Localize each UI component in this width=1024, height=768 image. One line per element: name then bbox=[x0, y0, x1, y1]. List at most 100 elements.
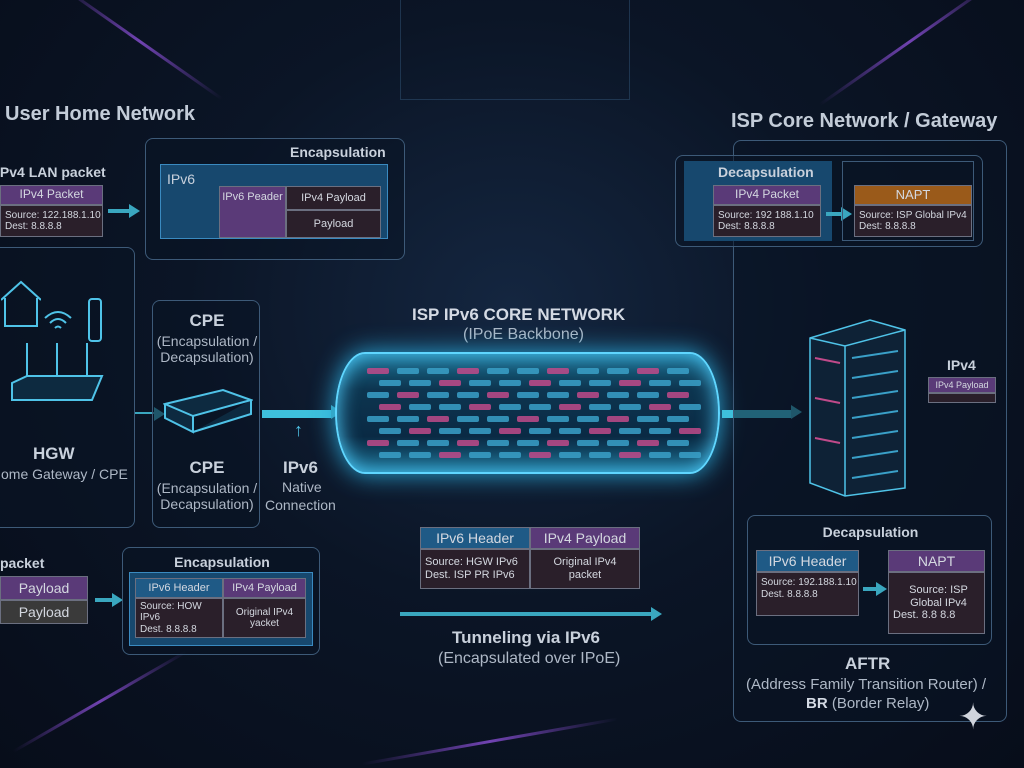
cpe-top-sublabel: (Encapsulation / Decapsulation) bbox=[156, 333, 258, 365]
napt-bottom-dest: Dest. 8.8 8.8 bbox=[893, 609, 956, 622]
tunnel-packet bbox=[679, 380, 701, 386]
bottom-payload-2: Payload bbox=[0, 600, 88, 624]
lan-packet-label: IPv4 LAN packet bbox=[0, 164, 106, 180]
tunnel-packet bbox=[427, 368, 449, 374]
tunnel-packet bbox=[457, 416, 479, 422]
decap-title: Decapsulation bbox=[822, 524, 919, 540]
bottom-packet-label: packet bbox=[0, 555, 45, 571]
decap-body: Source: 192 188.1.10 Dest: 8.8.8.8 bbox=[713, 205, 821, 237]
tunnel-packet bbox=[637, 416, 659, 422]
decap-source: Source: 192 188.1.10 bbox=[718, 209, 814, 221]
tunnel-packet bbox=[529, 404, 551, 410]
ipv6-header-cell: IPv6 Peader bbox=[219, 186, 286, 238]
tunnel-packet bbox=[589, 452, 611, 458]
ipv4-label: IPv4 bbox=[947, 357, 976, 373]
tunnel-packet bbox=[637, 440, 659, 446]
native-arrow-up: ↑ bbox=[294, 420, 303, 440]
tunnel-packet bbox=[469, 404, 491, 410]
napt-frame bbox=[842, 161, 974, 241]
bg-light-streak bbox=[361, 717, 619, 766]
cpe-panel: CPE (Encapsulation / Decapsulation) CPE … bbox=[152, 300, 260, 528]
tunnel-packet bbox=[559, 404, 581, 410]
tunnel-packet bbox=[487, 392, 509, 398]
tunnel-packet bbox=[679, 428, 701, 434]
core-subtitle: (IPoE Backbone) bbox=[463, 326, 584, 343]
decap-bottom-source: Source: 192.188.1.10 bbox=[761, 577, 857, 588]
tunnel-packet bbox=[367, 392, 389, 398]
tunnel-packet bbox=[589, 380, 611, 386]
tunnel-packet bbox=[667, 440, 689, 446]
tunnel-packet bbox=[607, 440, 629, 446]
tunnel-packet bbox=[409, 380, 431, 386]
tunnel-packet bbox=[379, 428, 401, 434]
tunnel-packet bbox=[619, 404, 641, 410]
decap-dest: Dest: 8.8.8.8 bbox=[718, 221, 775, 232]
tunnel-packet bbox=[367, 416, 389, 422]
tunnel-packet bbox=[577, 368, 599, 374]
tunnel-packet bbox=[667, 416, 689, 422]
server-rack-icon bbox=[809, 319, 906, 497]
lan-dest: Dest: 8.8.8.8 bbox=[5, 221, 62, 232]
tunnel-packet bbox=[517, 440, 539, 446]
native-sub1: Native bbox=[282, 479, 322, 495]
tunnel-packet bbox=[619, 428, 641, 434]
home-devices-panel: HGW ome Gateway / CPE bbox=[0, 247, 135, 528]
napt-bottom-source: Source: ISP Global IPv4 bbox=[909, 584, 968, 609]
encapsulation-title: Encapsulation bbox=[290, 144, 386, 160]
ipv6-frame: IPv6 IPv6 Peader IPv4 Payload Payload bbox=[160, 164, 388, 239]
tunnel-packet bbox=[427, 416, 449, 422]
tunnel-packet bbox=[439, 404, 461, 410]
tunnel-packet bbox=[499, 428, 521, 434]
tunnel-packet bbox=[667, 368, 689, 374]
cpe-top-label: CPE bbox=[189, 311, 225, 330]
native-title: IPv6 bbox=[283, 458, 318, 477]
encap-dest: Dest. 8.8.8.8 bbox=[140, 623, 197, 635]
tunnel-subtitle: (Encapsulated over IPoE) bbox=[438, 650, 621, 667]
tunnel-packet bbox=[379, 380, 401, 386]
payload-cell: Payload bbox=[286, 210, 381, 238]
tunnel-packet bbox=[547, 416, 569, 422]
lan-packet-header: IPv4 Packet bbox=[0, 185, 103, 205]
tunnel-packet bbox=[529, 428, 551, 434]
tunnel-packet bbox=[679, 404, 701, 410]
bg-light-streak bbox=[819, 0, 1001, 106]
core-title: ISP IPv6 CORE NETWORK bbox=[412, 305, 626, 324]
tunnel-packet bbox=[547, 392, 569, 398]
decap-top-panel: Decapsulation IPv4 Packet Source: 192 18… bbox=[675, 155, 983, 247]
arrow-right bbox=[863, 582, 887, 596]
tunnel-packet bbox=[577, 392, 599, 398]
ipv4-payload-box-body bbox=[928, 393, 996, 403]
core-source-dest: Source: HGW IPv6 Dest. ISP PR IPv6 bbox=[420, 549, 530, 589]
tunnel-packet bbox=[487, 368, 509, 374]
tunnel-packet bbox=[499, 404, 521, 410]
tunnel-packet bbox=[529, 452, 551, 458]
tunnel-packet bbox=[559, 452, 581, 458]
home-title: User Home Network bbox=[5, 103, 196, 125]
tunnel-packet bbox=[499, 452, 521, 458]
napt-header: NAPT bbox=[854, 185, 972, 205]
decap-bottom-panel: Decapsulation IPv6 Header Source: 192.18… bbox=[747, 515, 992, 645]
arrow-right bbox=[95, 593, 123, 607]
ipv6-frame-label: IPv6 bbox=[167, 171, 196, 187]
tunnel-packet bbox=[607, 392, 629, 398]
encapsulation-title: Encapsulation bbox=[174, 554, 270, 570]
tunnel-packet bbox=[469, 380, 491, 386]
ipv6-arrow bbox=[262, 405, 342, 419]
native-sub2: Connection bbox=[265, 497, 336, 513]
tunnel-packet bbox=[619, 380, 641, 386]
tunnel-packet bbox=[529, 380, 551, 386]
lan-packet-body: Source: 122.188.1.10 Dest: 8.8.8.8 bbox=[0, 205, 103, 237]
tunnel-packet bbox=[517, 368, 539, 374]
ipv4-payload-cell: IPv4 Payload bbox=[223, 578, 306, 598]
tunnel-packet bbox=[409, 452, 431, 458]
bottom-payload-1: Payload bbox=[0, 576, 88, 600]
tunnel-packet bbox=[547, 368, 569, 374]
tunnel-packet bbox=[589, 428, 611, 434]
ipv6-header-cell: IPv6 Header bbox=[135, 578, 223, 598]
speaker-icon bbox=[88, 298, 102, 342]
tunnel-packet bbox=[517, 392, 539, 398]
tunnel-packet bbox=[457, 392, 479, 398]
tunnel-packet bbox=[577, 416, 599, 422]
ipv4-payload-box: IPv4 Payload bbox=[928, 377, 996, 393]
encap-payload-body: Original IPv4 yacket bbox=[223, 598, 306, 638]
